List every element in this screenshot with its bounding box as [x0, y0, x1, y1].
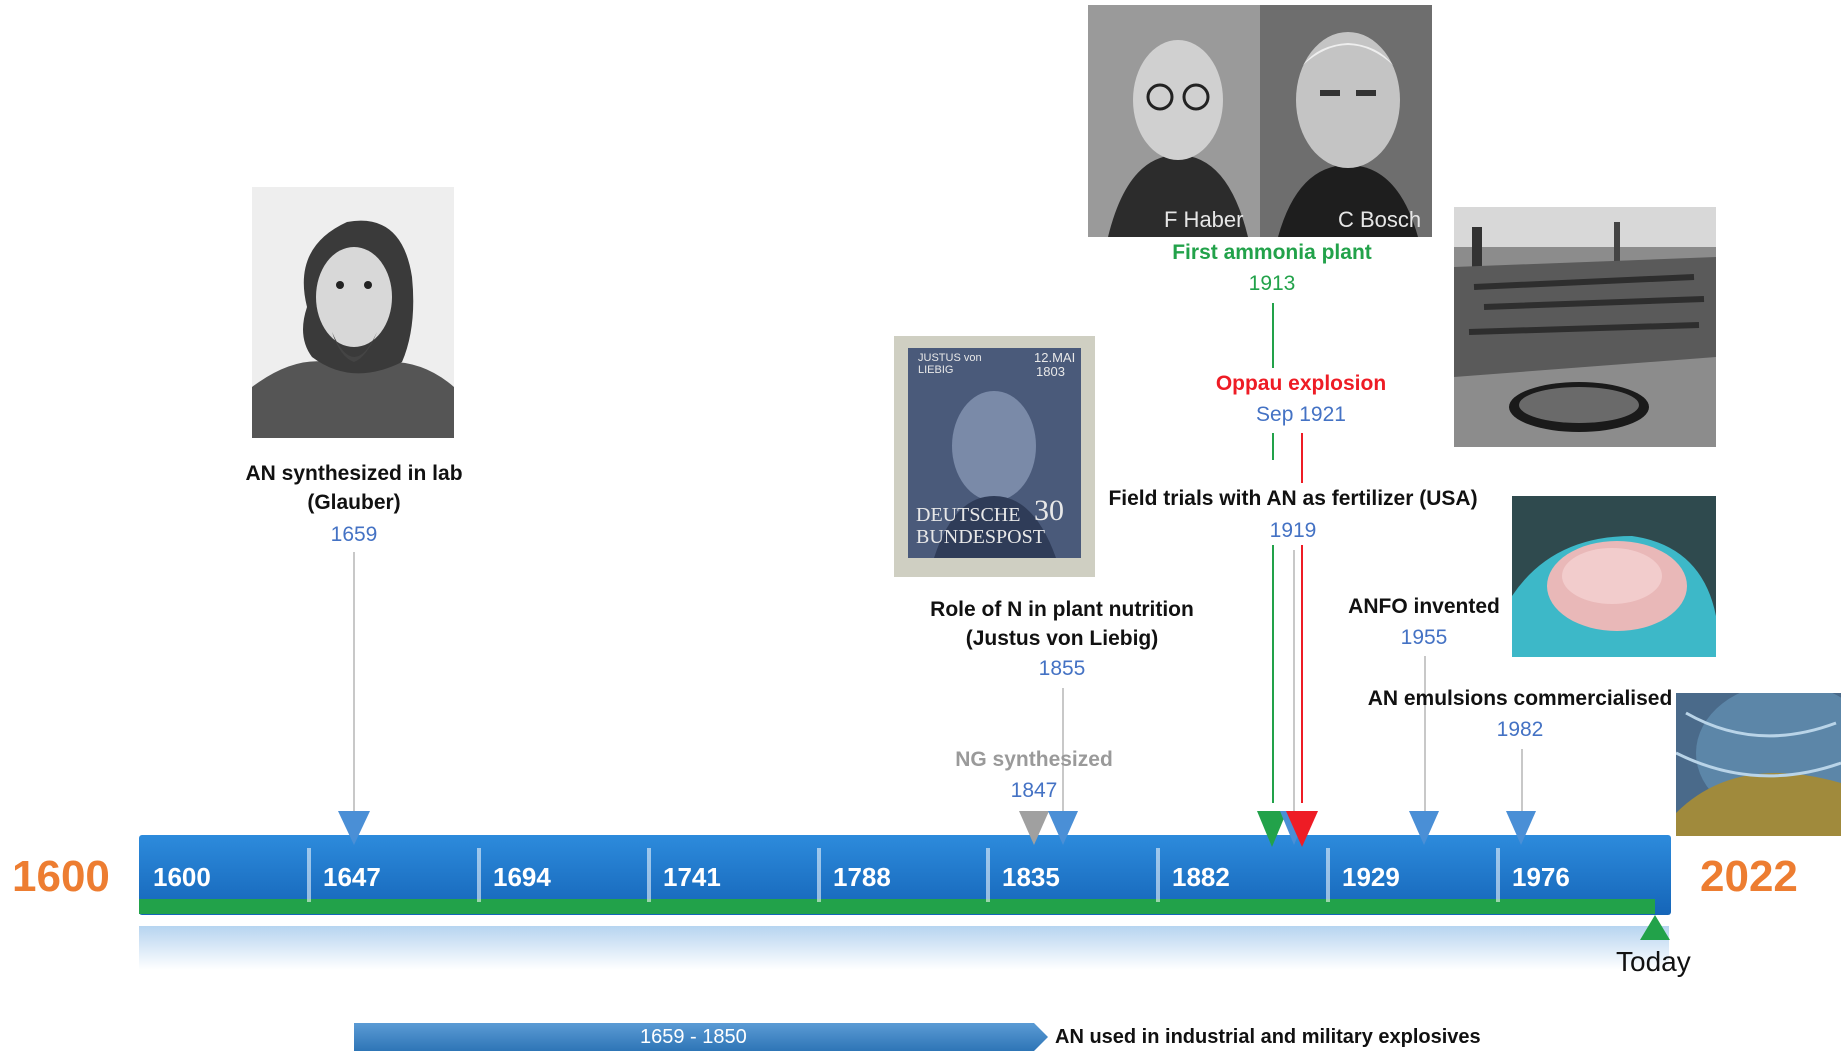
event-emulsions-connector [1521, 749, 1523, 814]
event-field-trials-year: 1919 [1269, 519, 1317, 542]
tick-separator [986, 848, 990, 902]
event-liebig-title-line2: (Justus von Liebig) [965, 627, 1159, 650]
event-oppau-connector-lower [1301, 545, 1303, 803]
event-glauber-year: 1659 [330, 523, 378, 546]
event-glauber-connector [353, 552, 355, 814]
bosch-caption: C Bosch [1338, 207, 1422, 232]
tick-label-1600: 1600 [153, 862, 211, 892]
tick-separator [307, 848, 311, 902]
stamp-country-line2: BUNDESPOST [916, 526, 1045, 548]
marker-oppau [1286, 811, 1318, 847]
marker-emulsions [1506, 811, 1536, 845]
tick-separator [1156, 848, 1160, 902]
tick-label-1788: 1788 [833, 862, 891, 892]
timeline-progress-strip [139, 899, 1655, 914]
period-range-label: 1659 - 1850 [640, 1026, 747, 1048]
event-anfo-title: ANFO invented [1348, 595, 1500, 618]
timeline-end-year: 2022 [1700, 852, 1798, 901]
event-field-trials-connector [1293, 550, 1295, 814]
stamp-date-line1: 12.MAI [1034, 350, 1076, 365]
event-ammonia-year: 1913 [1248, 272, 1296, 295]
glauber-portrait [252, 187, 454, 438]
period-arrow [354, 1023, 1048, 1051]
an-prills-photo [1512, 496, 1716, 657]
stamp-date-line2: 1803 [1036, 364, 1065, 379]
tick-label-1929: 1929 [1342, 862, 1400, 892]
event-field-trials-title: Field trials with AN as fertilizer (USA) [1108, 487, 1478, 510]
haber-caption: F Haber [1164, 207, 1244, 232]
event-glauber-title-line1: AN synthesized in lab [245, 462, 463, 485]
tick-label-1694: 1694 [493, 862, 551, 892]
liebig-stamp: JUSTUS von LIEBIG 12.MAI 1803 DEUTSCHE 3… [894, 336, 1095, 577]
event-oppau-year: Sep 1921 [1256, 403, 1346, 426]
marker-liebig [1048, 811, 1078, 845]
tick-label-1835: 1835 [1002, 862, 1060, 892]
tick-label-1882: 1882 [1172, 862, 1230, 892]
tick-separator [1496, 848, 1500, 902]
event-liebig-connector [1062, 688, 1064, 814]
period-description: AN used in industrial and military explo… [1055, 1026, 1481, 1048]
tick-label-1741: 1741 [663, 862, 721, 892]
marker-anfo [1409, 811, 1439, 845]
timeline-reflection [139, 926, 1669, 970]
tick-separator [647, 848, 651, 902]
marker-today [1640, 915, 1670, 940]
event-ammonia-connector-mid [1272, 433, 1274, 460]
stamp-name-line2: LIEBIG [918, 364, 954, 376]
timeline-start-year: 1600 [12, 852, 110, 901]
marker-ammonia [1257, 811, 1287, 847]
event-ammonia-connector-upper [1272, 303, 1274, 368]
stamp-country-line1: DEUTSCHE [916, 504, 1021, 526]
event-oppau-connector-upper [1301, 433, 1303, 483]
tick-label-1647: 1647 [323, 862, 381, 892]
stamp-value: 30 [1034, 494, 1064, 527]
tick-separator [817, 848, 821, 902]
event-emulsions-title: AN emulsions commercialised [1367, 687, 1673, 710]
event-oppau-title: Oppau explosion [1215, 372, 1387, 395]
tick-separator [477, 848, 481, 902]
event-anfo-connector [1424, 656, 1426, 814]
event-ammonia-title: First ammonia plant [1172, 241, 1372, 264]
oppau-crater-photo [1454, 207, 1716, 447]
event-glauber-title-line2: (Glauber) [307, 491, 401, 514]
event-anfo-year: 1955 [1400, 626, 1448, 649]
tick-label-1976: 1976 [1512, 862, 1570, 892]
event-ng-title: NG synthesized [955, 748, 1113, 771]
event-emulsions-year: 1982 [1496, 718, 1544, 741]
marker-glauber [338, 811, 370, 845]
haber-bosch-photo: F Haber C Bosch [1088, 5, 1432, 237]
emulsion-photo [1676, 693, 1841, 836]
event-ammonia-connector-lower [1272, 545, 1274, 803]
marker-ng [1019, 811, 1049, 845]
event-liebig-year: 1855 [1038, 657, 1086, 680]
event-ng-year: 1847 [1010, 779, 1058, 802]
tick-separator [1326, 848, 1330, 902]
stamp-name-line1: JUSTUS von [918, 352, 982, 364]
event-liebig-title-line1: Role of N in plant nutrition [930, 598, 1194, 621]
today-label: Today [1616, 946, 1691, 977]
